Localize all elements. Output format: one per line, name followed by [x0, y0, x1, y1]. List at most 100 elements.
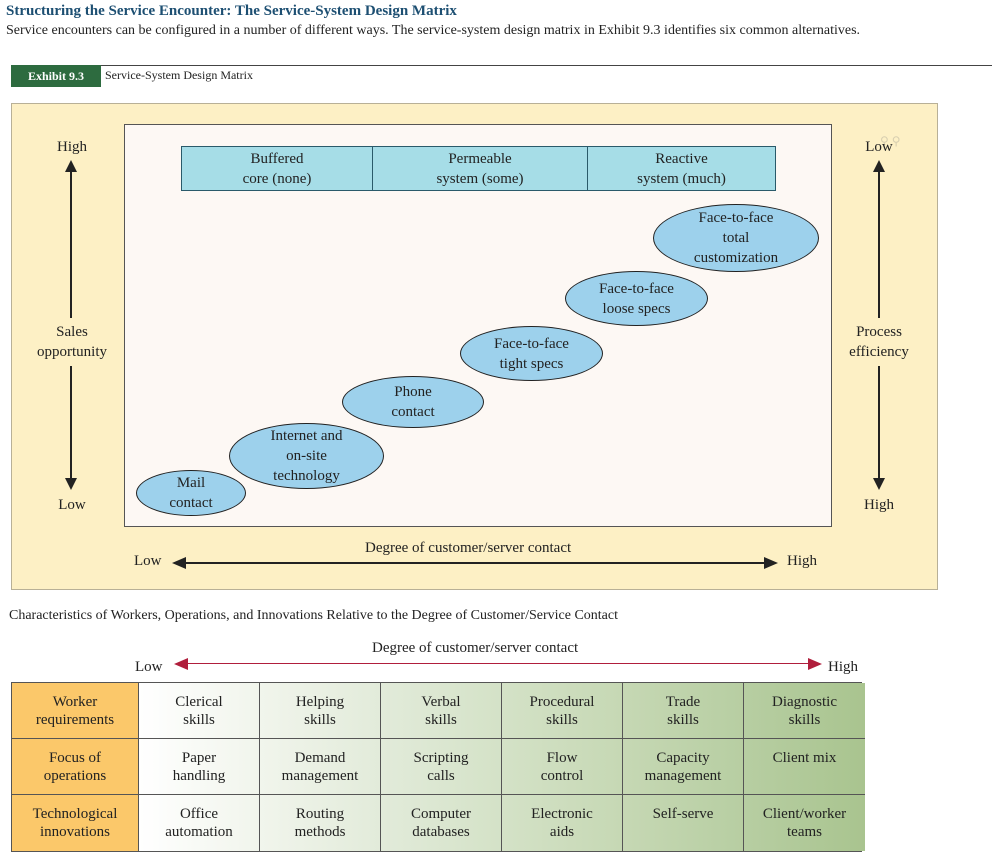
table-cell-line: Self-serve	[652, 806, 714, 822]
row-header-line: innovations	[40, 824, 110, 840]
right-axis-title-line: efficiency	[849, 344, 909, 360]
table-cell-line: handling	[172, 768, 226, 784]
oval-line: customization	[693, 250, 779, 266]
table-cell-line: Client/worker	[762, 806, 847, 822]
oval-internet-onsite-technology: Internet and on-site technology	[229, 423, 384, 489]
left-axis-line-lower	[70, 366, 72, 480]
tier-line: Buffered	[250, 150, 304, 167]
table-cell-line: skills	[788, 712, 821, 728]
right-axis-line-lower	[878, 366, 880, 480]
table-cell-line: Procedural	[529, 694, 595, 710]
oval-line: on-site	[286, 448, 327, 464]
oval-line: contact	[169, 495, 213, 511]
left-axis-title-line: Sales	[56, 324, 88, 340]
tier-buffered-core: Buffered core (none)	[182, 147, 372, 190]
zoom-icon: ⚲ ⚲	[880, 134, 901, 148]
table-cell: Procedural skills	[502, 683, 623, 739]
table-cell-line: Scripting	[413, 750, 469, 766]
row-header-line: Technological	[32, 806, 118, 822]
row-header-line: Focus of	[48, 749, 102, 766]
table-cell: Paper handling	[139, 739, 260, 795]
tier-bar: Buffered core (none) Permeable system (s…	[181, 146, 776, 191]
characteristics-axis-line	[186, 663, 810, 664]
right-axis-high-label: High	[864, 497, 894, 513]
table-cell: Client mix	[744, 739, 865, 795]
left-axis-low-label: Low	[58, 497, 86, 513]
oval-line: Internet and	[270, 428, 343, 444]
table-cell-line: Paper	[181, 750, 217, 766]
intro-text: Service encounters can be configured in …	[6, 23, 861, 38]
oval-line: tight specs	[499, 355, 564, 372]
table-cell-line: Flow	[546, 750, 578, 766]
table-cell-line: Clerical	[175, 694, 223, 710]
table-cell: Diagnostic skills	[744, 683, 865, 739]
table-cell: Clerical skills	[139, 683, 260, 739]
right-axis-line-upper	[878, 170, 880, 318]
table-cell-line: teams	[787, 824, 822, 840]
right-axis-title: Process efficiency	[834, 322, 924, 362]
characteristics-axis-title: Degree of customer/server contact	[372, 640, 579, 656]
table-cell-line: Client mix	[772, 750, 837, 766]
oval-line: Face-to-face	[599, 280, 674, 297]
left-axis-line-upper	[70, 170, 72, 318]
characteristics-axis-high: High	[828, 659, 858, 675]
oval-face-to-face-loose-specs: Face-to-face loose specs	[565, 271, 708, 326]
table-cell-line: management	[644, 768, 722, 784]
table-cell-line: skills	[183, 712, 215, 728]
table-cell-line: aids	[549, 824, 575, 840]
oval-line: Mail	[176, 475, 206, 491]
oval-mail-contact: Mail contact	[136, 470, 246, 516]
table-cell: Routing methods	[260, 795, 381, 851]
table-cell-line: Diagnostic	[772, 694, 837, 710]
arrow-right-icon	[764, 557, 778, 569]
table-cell: Self-serve	[623, 795, 744, 851]
tier-line: Reactive	[655, 150, 708, 167]
exhibit-tag: Exhibit 9.3	[11, 65, 101, 87]
arrow-down-icon	[873, 478, 885, 490]
arrow-left-icon	[174, 658, 188, 670]
table-cell-line: Computer	[411, 806, 471, 822]
arrow-down-icon	[65, 478, 77, 490]
table-cell-line: automation	[165, 824, 233, 840]
tier-line: system (some)	[436, 170, 524, 187]
page-heading: Structuring the Service Encounter: The S…	[6, 3, 457, 19]
tier-permeable-system: Permeable system (some)	[372, 147, 587, 190]
table-cell-line: Routing	[295, 806, 345, 822]
oval-line: total	[722, 230, 750, 246]
matrix-x-axis-high: High	[787, 553, 817, 569]
arrow-up-icon	[65, 160, 77, 172]
oval-face-to-face-total-customization: Face-to-face total customization	[653, 204, 819, 272]
matrix-x-axis-title: Degree of customer/server contact	[365, 540, 572, 556]
table-cell-line: skills	[546, 712, 578, 728]
left-axis-title: Sales opportunity	[20, 322, 124, 362]
tier-line: system (much)	[637, 170, 726, 187]
tier-line: core (none)	[242, 170, 312, 187]
row-header-line: requirements	[35, 711, 115, 728]
table-cell: Capacity management	[623, 739, 744, 795]
exhibit-title: Service-System Design Matrix	[105, 68, 253, 82]
table-cell-line: Office	[179, 806, 219, 822]
table-cell-line: methods	[294, 824, 346, 840]
oval-line: Face-to-face	[698, 210, 774, 226]
table-cell-line: Helping	[295, 694, 345, 710]
table-cell-line: management	[281, 768, 359, 784]
table-cell-line: skills	[304, 712, 336, 728]
left-axis-title-line: opportunity	[37, 344, 107, 360]
left-axis-high-label: High	[57, 139, 87, 155]
table-cell-line: Capacity	[656, 750, 710, 766]
tier-reactive-system: Reactive system (much)	[587, 147, 775, 190]
arrow-left-icon	[172, 557, 186, 569]
arrow-right-icon	[808, 658, 822, 670]
oval-phone-contact: Phone contact	[342, 376, 484, 428]
exhibit-divider	[11, 65, 992, 66]
row-header: Technological innovations	[12, 795, 139, 851]
arrow-up-icon	[873, 160, 885, 172]
